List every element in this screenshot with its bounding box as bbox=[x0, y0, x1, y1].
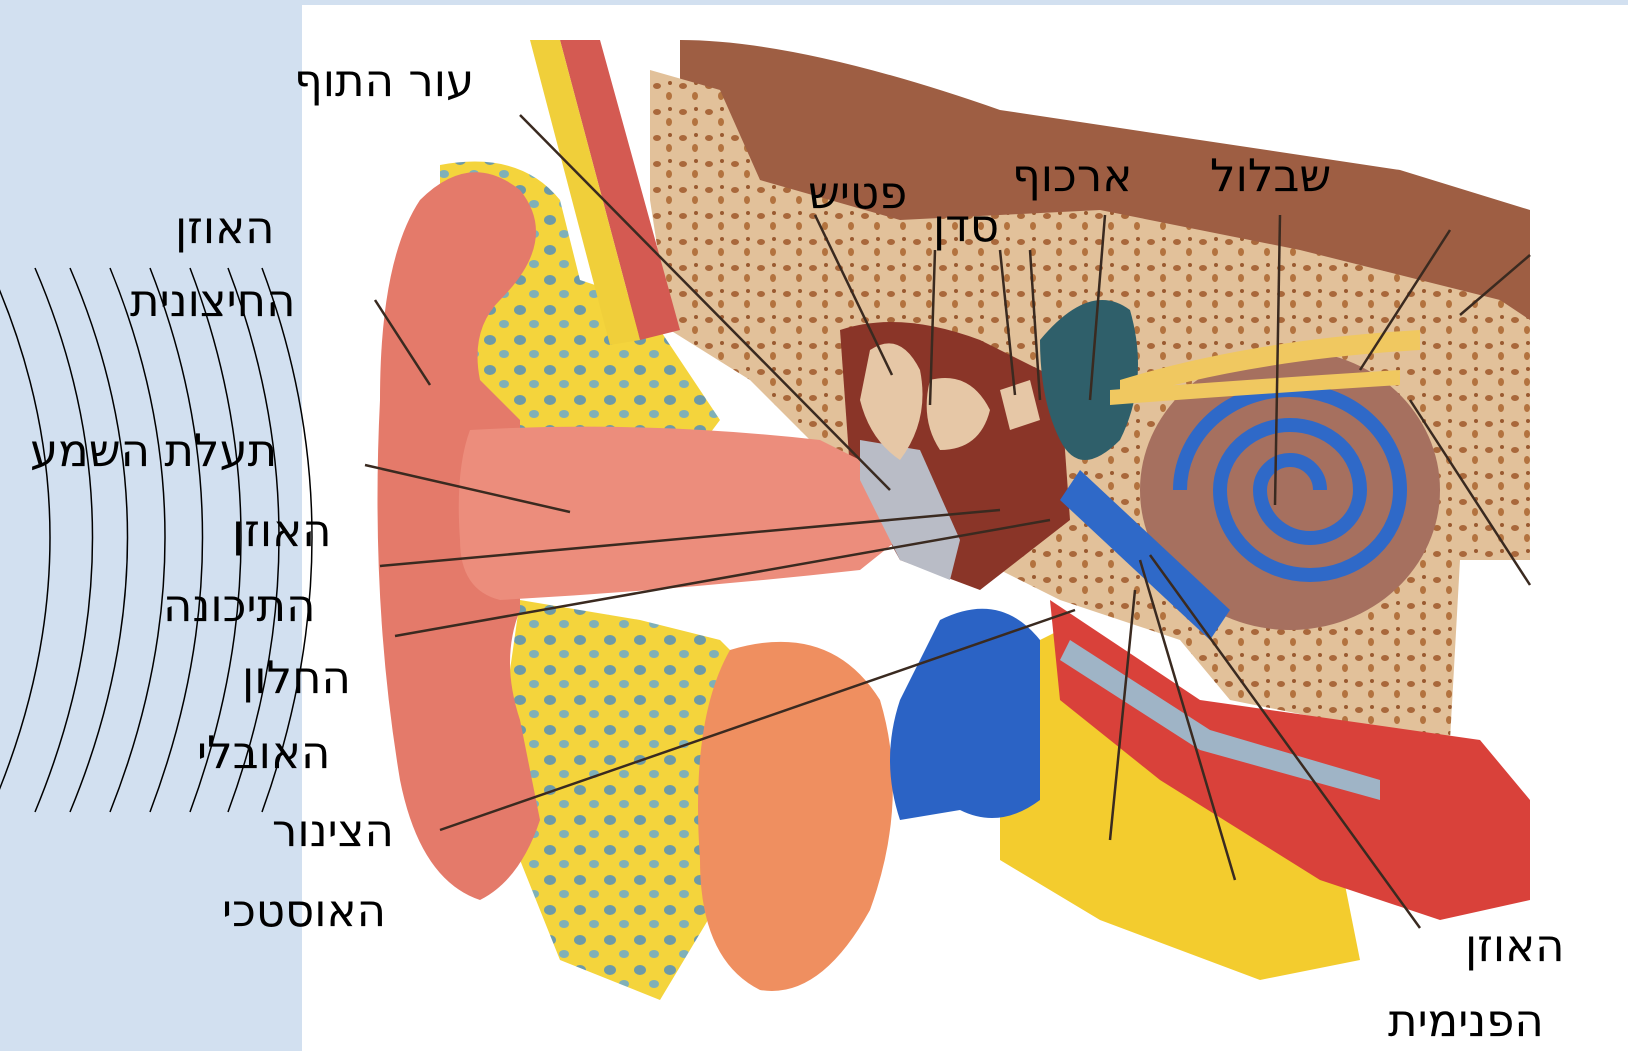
label-inner-ear-line1: האוזן bbox=[1465, 923, 1565, 968]
label-eustachian-line1: הצינור bbox=[272, 808, 394, 853]
label-ear-canal: תעלת השמע bbox=[30, 428, 277, 473]
label-outer-ear-line2: החיצונית bbox=[130, 278, 295, 323]
label-eustachian-line2: האוסטכי bbox=[222, 888, 386, 933]
label-cochlea: שבלול bbox=[1210, 153, 1331, 198]
label-oval-window-line1: החלון bbox=[242, 655, 351, 700]
label-eardrum: עור התוף bbox=[294, 58, 474, 103]
label-middle-ear-line1: האוזן bbox=[232, 508, 332, 553]
label-oval-window-line2: האובלי bbox=[197, 730, 330, 775]
label-inner-ear-line2: הפנימית bbox=[1388, 998, 1544, 1043]
label-stapes: ארכוף bbox=[1012, 153, 1132, 198]
label-middle-ear-line2: התיכונה bbox=[163, 583, 316, 628]
label-incus: סדן bbox=[933, 203, 999, 248]
label-outer-ear-line1: האוזן bbox=[175, 205, 275, 250]
label-malleus: פטיש bbox=[808, 170, 907, 215]
